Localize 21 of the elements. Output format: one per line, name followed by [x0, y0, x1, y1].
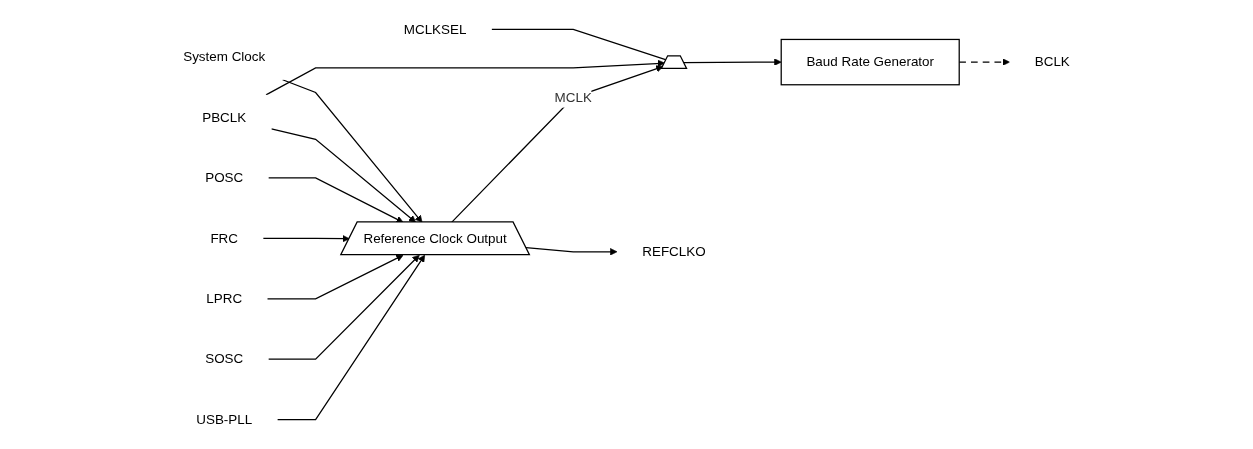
arrow	[276, 254, 426, 421]
node-text: POSC	[205, 170, 244, 185]
node-text: MCLKSEL	[403, 21, 467, 37]
edge-label: MCLK	[554, 90, 592, 105]
arrow	[265, 59, 665, 96]
arrow	[266, 254, 404, 300]
node-text: SOSC	[205, 351, 244, 366]
arrow	[267, 254, 420, 360]
node-trapezoid	[660, 55, 688, 70]
node-text: REFCLKO	[642, 244, 706, 259]
arrow	[525, 246, 618, 256]
arrow	[683, 58, 782, 66]
node-text: USB-PLL	[196, 412, 253, 427]
node-text: PBCLK	[202, 109, 247, 125]
node-text: FRC	[210, 230, 239, 246]
node-text: BCLK	[1034, 54, 1070, 69]
node-text: LPRC	[206, 291, 243, 306]
arrow	[262, 235, 350, 243]
node-text: System Clock	[183, 49, 266, 64]
connector	[491, 28, 667, 61]
node-box: Baud Rate Generator	[780, 38, 960, 86]
